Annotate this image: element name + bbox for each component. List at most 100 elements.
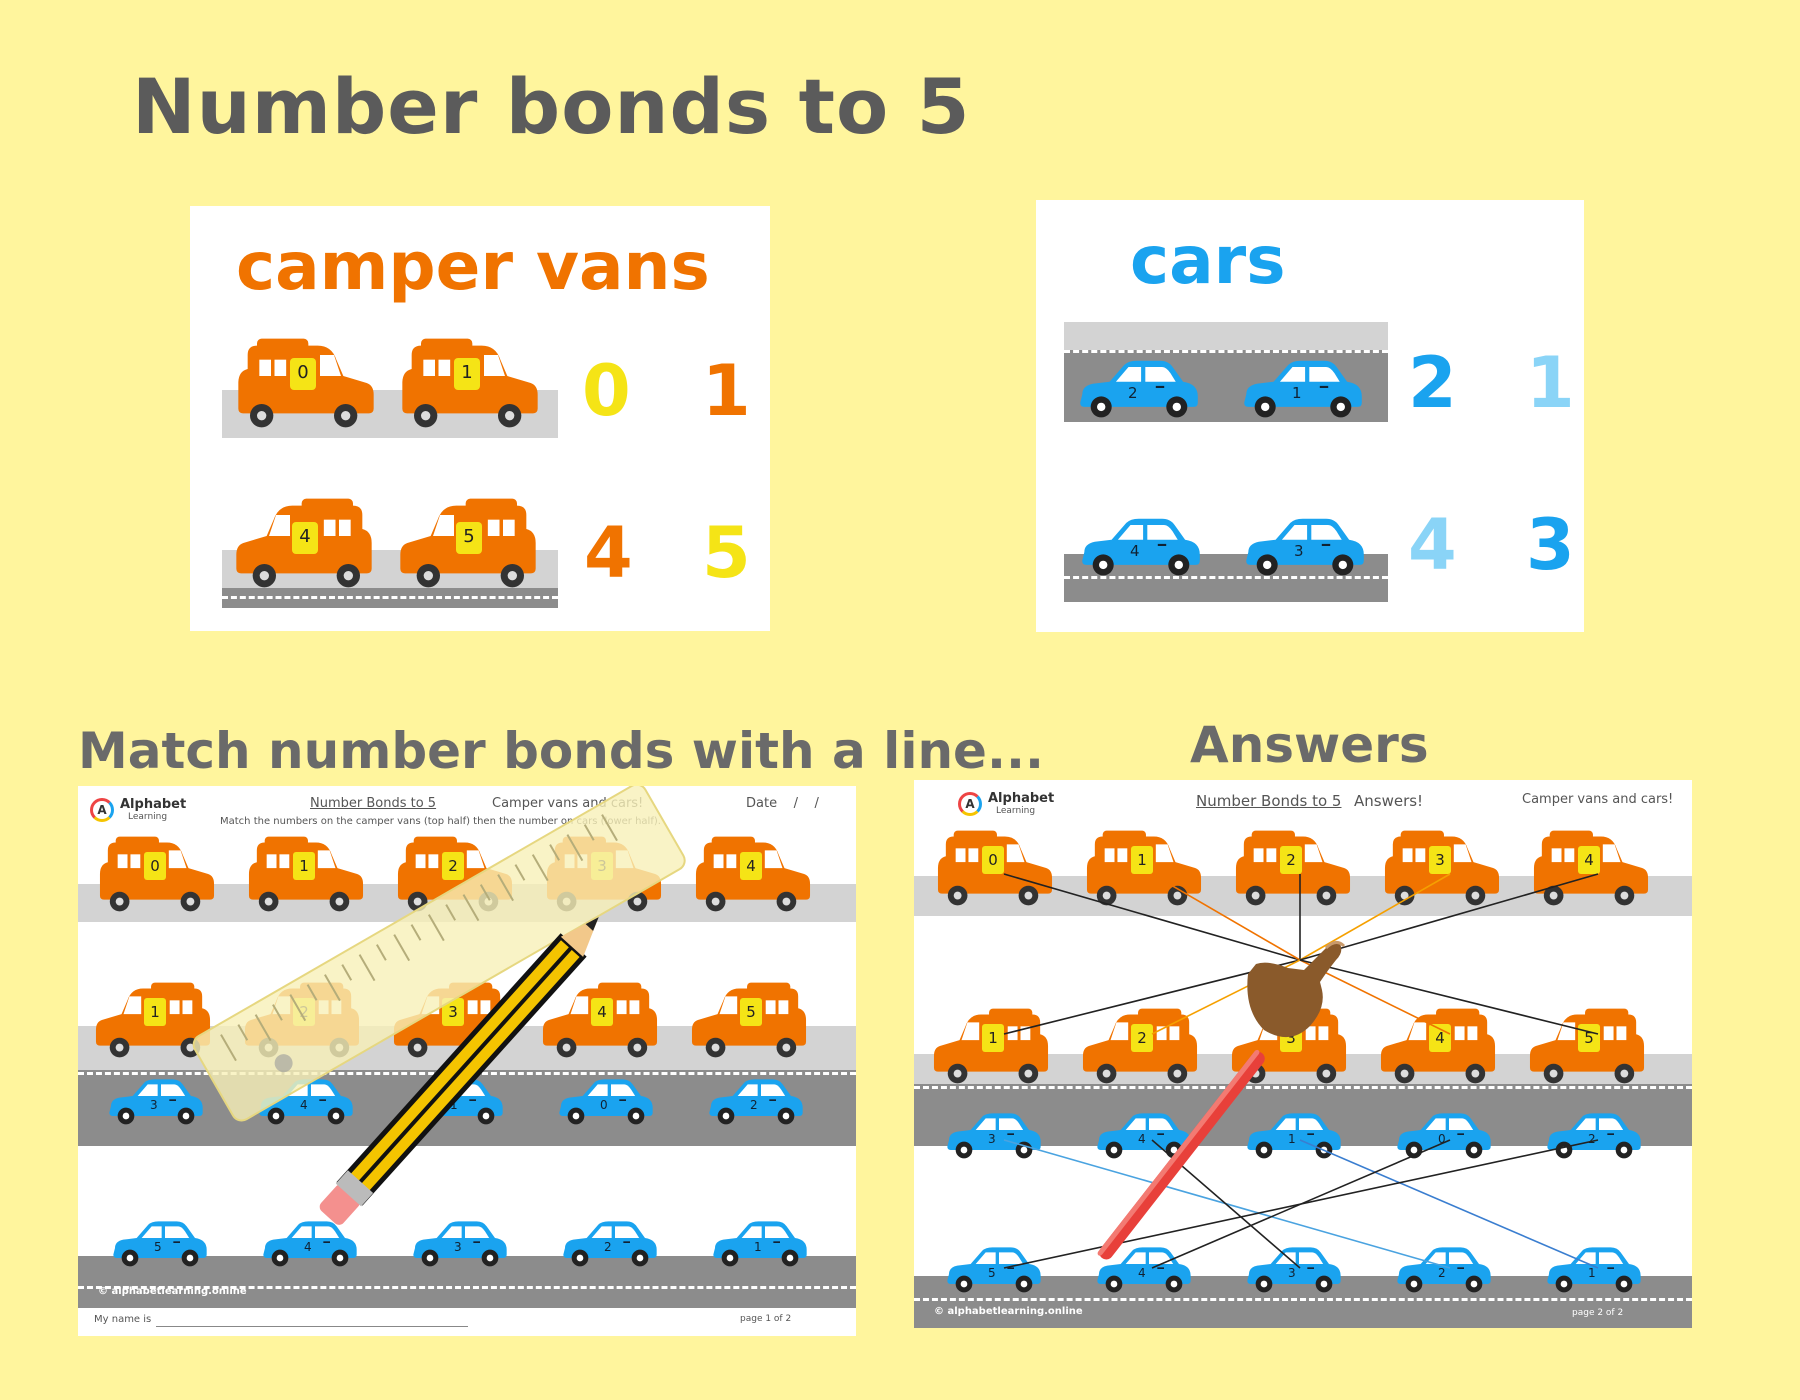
sheet-subtitle: Camper vans and cars! — [1522, 792, 1674, 807]
van-number: 0 — [290, 358, 316, 390]
car-icon — [1078, 514, 1204, 578]
van-number: 4 — [740, 852, 762, 880]
logo-line1: Alphabet — [120, 797, 187, 812]
page-title: Number bonds to 5 — [132, 62, 971, 151]
car: 4 — [256, 1076, 356, 1126]
car-number: 2 — [1128, 384, 1138, 402]
car: 5 — [110, 1218, 210, 1268]
car: 3 — [1242, 514, 1368, 578]
van-number: 5 — [740, 998, 762, 1026]
van-number: 5 — [456, 522, 482, 554]
car: 2 — [1394, 1244, 1494, 1294]
car: 4 — [1094, 1110, 1194, 1160]
van-number: 4 — [1578, 846, 1600, 874]
car-number: 2 — [1588, 1132, 1596, 1146]
camper-van: 4 — [234, 496, 374, 590]
ruler-icon — [192, 786, 686, 1122]
car-number: 2 — [1438, 1266, 1446, 1280]
camper-van: 5 — [690, 980, 808, 1060]
car-number: 4 — [1138, 1266, 1146, 1280]
bond-number: 3 — [1526, 504, 1575, 586]
car: 1 — [710, 1218, 810, 1268]
car-number: 5 — [154, 1240, 162, 1254]
logo-line2: Learning — [128, 812, 168, 822]
car-number: 0 — [600, 1098, 608, 1112]
car-number: 3 — [454, 1240, 462, 1254]
camper-van: 1 — [1085, 828, 1203, 908]
van-number: 4 — [292, 522, 318, 554]
ruler-and-pencil-illustration — [192, 786, 686, 1225]
car-number: 1 — [1588, 1266, 1596, 1280]
car-icon — [1076, 356, 1202, 420]
camper-vans-card: camper vans 0 1 0 1 4 5 4 5 — [190, 206, 770, 631]
sheet-title: Number Bonds to 5 — [310, 796, 437, 811]
camper-van: 2 — [396, 834, 514, 914]
logo-badge: A — [958, 792, 982, 816]
name-line — [156, 1326, 468, 1327]
camper-vans-title: camper vans — [236, 228, 710, 305]
pencil-icon — [319, 917, 599, 1225]
cars-title: cars — [1130, 222, 1286, 299]
van-number: 1 — [982, 1024, 1004, 1052]
date-field: Date / / — [746, 796, 819, 811]
sheet-title: Number Bonds to 5 — [1196, 792, 1342, 810]
car-number: 2 — [750, 1098, 758, 1112]
van-number: 2 — [1131, 1024, 1153, 1052]
car: 4 — [1094, 1244, 1194, 1294]
footer-site: © alphabetlearning.online — [98, 1286, 247, 1297]
camper-van: 0 — [936, 828, 1054, 908]
footer-site: © alphabetlearning.online — [934, 1306, 1083, 1317]
worksheet-page: A Alphabet Learning Number Bonds to 5 Ca… — [78, 786, 856, 1336]
car: 5 — [944, 1244, 1044, 1294]
logo: A Alphabet Learning — [958, 790, 1058, 820]
name-label: My name is — [94, 1314, 152, 1325]
logo-line1: Alphabet — [988, 791, 1055, 806]
car-row: 5 4 3 2 1 — [944, 1244, 1692, 1304]
car-number: 4 — [1130, 542, 1140, 560]
bond-number: 2 — [1408, 342, 1457, 424]
car-number: 3 — [1288, 1266, 1296, 1280]
van-number: 1 — [293, 852, 315, 880]
page-label: page 2 of 2 — [1572, 1308, 1624, 1318]
car-number: 4 — [1138, 1132, 1146, 1146]
camper-van: 0 — [236, 336, 376, 430]
van-number: 2 — [442, 852, 464, 880]
camper-van: 5 — [398, 496, 538, 590]
sheet-title-suffix: Answers! — [1354, 792, 1424, 810]
car: 2 — [560, 1218, 660, 1268]
car-number: 3 — [1294, 542, 1304, 560]
bond-number: 0 — [582, 350, 631, 432]
car: 1 — [1244, 1110, 1344, 1160]
camper-van: 1 — [400, 336, 540, 430]
camper-van: 2 — [1081, 1006, 1199, 1086]
car-icon — [1240, 356, 1366, 420]
logo-line2: Learning — [996, 806, 1036, 816]
car: 0 — [1394, 1110, 1494, 1160]
car: 1 — [1544, 1244, 1644, 1294]
car: 2 — [1076, 356, 1202, 420]
car: 2 — [706, 1076, 806, 1126]
camper-van: 4 — [1532, 828, 1650, 908]
logo-badge: A — [90, 798, 114, 822]
page-label: page 1 of 2 — [740, 1314, 792, 1324]
car-number: 0 — [1438, 1132, 1446, 1146]
car-icon — [1242, 514, 1368, 578]
van-number: 1 — [454, 358, 480, 390]
car-number: 1 — [1292, 384, 1302, 402]
bond-number: 1 — [702, 350, 751, 432]
van-number: 2 — [1280, 846, 1302, 874]
cars-card: cars 2 1 2 1 4 3 4 3 — [1036, 200, 1584, 632]
car: 3 — [944, 1110, 1044, 1160]
camper-van: 1 — [932, 1006, 1050, 1086]
camper-van: 3 — [1383, 828, 1501, 908]
bond-number: 1 — [1526, 342, 1575, 424]
car: 1 — [406, 1076, 506, 1126]
car: 0 — [556, 1076, 656, 1126]
car-number: 5 — [988, 1266, 996, 1280]
worksheet-heading: Match number bonds with a line... — [78, 722, 1044, 780]
pointer-stick-icon — [1097, 1049, 1265, 1260]
logo: A Alphabet Learning — [90, 796, 190, 826]
